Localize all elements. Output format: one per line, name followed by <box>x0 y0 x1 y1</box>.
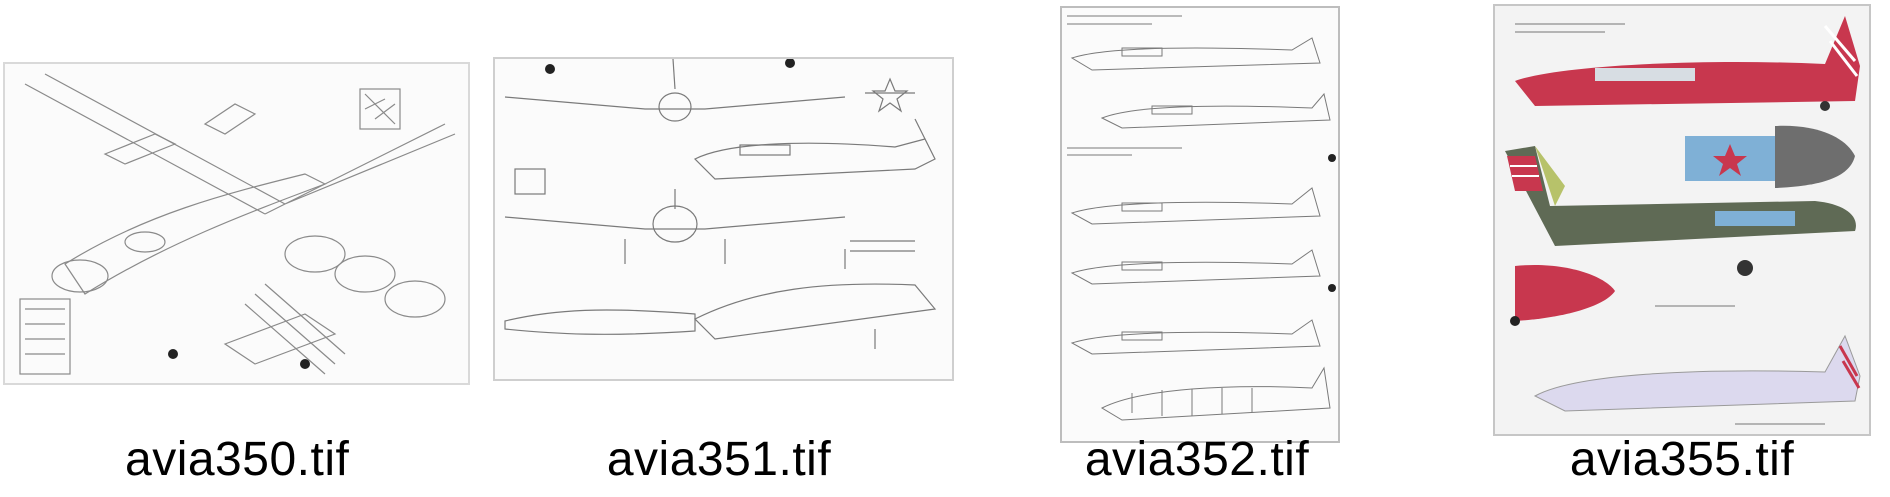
aircraft-three-view-drawing-icon <box>504 59 937 349</box>
aircraft-profile-sheet-icon <box>1067 15 1336 421</box>
thumbnail-image-avia350[interactable] <box>3 62 470 385</box>
aircraft-color-profile-sheet-icon <box>1505 16 1861 425</box>
thumbnail-caption[interactable]: avia355.tif <box>1569 433 1795 486</box>
thumbnail-caption[interactable]: avia350.tif <box>125 433 350 486</box>
thumbnail-image-avia355[interactable] <box>1493 4 1871 436</box>
thumbnail-caption[interactable]: avia352.tif <box>1084 433 1310 486</box>
aircraft-cutaway-drawing-icon <box>19 73 456 375</box>
thumbnail-image-avia352[interactable] <box>1060 6 1340 443</box>
thumbnail-image-avia351[interactable] <box>493 57 954 381</box>
thumbnail-caption[interactable]: avia351.tif <box>606 433 832 486</box>
